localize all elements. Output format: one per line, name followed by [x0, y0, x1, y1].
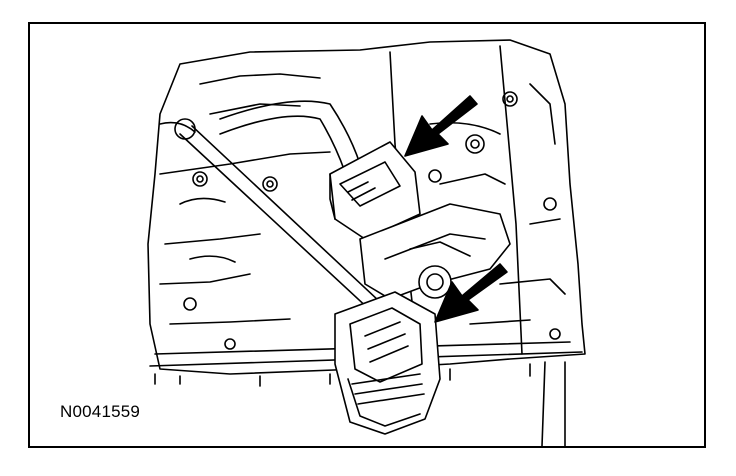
lower-arrow [434, 263, 508, 323]
lower-electrical-connector [334, 291, 441, 435]
wiring-harness [219, 100, 361, 173]
range-sensor [359, 203, 511, 311]
shift-cable [159, 118, 396, 325]
upper-electrical-connector [329, 141, 421, 240]
figure-frame: N0041559 [28, 22, 706, 448]
upper-arrow [404, 95, 478, 157]
figure-id-label: N0041559 [60, 402, 141, 421]
transmission-illustration [147, 39, 586, 446]
